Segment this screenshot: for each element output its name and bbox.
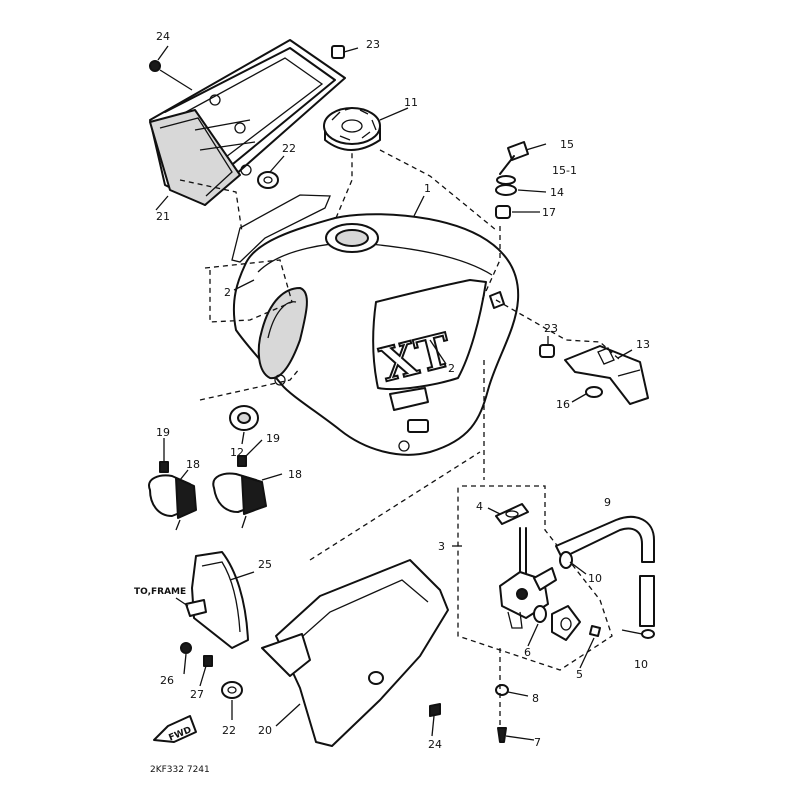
callout-10-upper: 10 <box>588 572 602 585</box>
part-13-bracket <box>564 345 649 405</box>
fwd-arrow: FWD <box>153 715 197 743</box>
callout-19-left: 19 <box>156 426 170 439</box>
part-10-clamp-lower <box>641 629 655 639</box>
callout-18-left: 18 <box>186 458 200 471</box>
callout-19-right: 19 <box>266 432 280 445</box>
callout-labels: 24 23 11 22 21 15 15-1 14 17 1 2 2 23 13… <box>156 30 650 751</box>
part-2-decal-left <box>231 194 331 263</box>
callout-8: 8 <box>532 692 539 705</box>
callout-7: 7 <box>534 736 541 749</box>
part-6-oring <box>533 605 547 623</box>
to-frame-label: TO,FRAME <box>134 587 186 597</box>
callout-14: 14 <box>550 186 564 199</box>
part-3-fuel-cock-frame <box>457 485 613 671</box>
part-4-gasket <box>495 503 529 525</box>
assembly-lines <box>179 149 621 728</box>
callout-13: 13 <box>636 338 650 351</box>
callout-22-lower: 22 <box>222 724 236 737</box>
callout-15-1: 15-1 <box>552 164 577 177</box>
to-frame-leader <box>175 597 189 607</box>
callout-18-right: 18 <box>288 468 302 481</box>
part-25-side-cover <box>185 551 249 649</box>
callout-2-left: 2 <box>224 286 231 299</box>
callout-27: 27 <box>190 688 204 701</box>
part-23-damper-upper <box>331 45 345 59</box>
part-21-tail-panel <box>149 39 346 206</box>
part-19-screw-right <box>237 455 247 467</box>
callout-9: 9 <box>604 496 611 509</box>
callout-15: 15 <box>560 138 574 151</box>
part-24-bolt-upper <box>149 60 193 91</box>
callout-1: 1 <box>424 182 431 195</box>
part-1-filler-neck <box>325 223 379 253</box>
part-12-damper <box>229 405 259 431</box>
part-18-turn-signal-right <box>212 472 267 529</box>
callout-5: 5 <box>576 668 583 681</box>
footer-code: 2KF332 7241 <box>150 765 210 775</box>
part-18-turn-signal-left <box>148 474 197 531</box>
callout-26: 26 <box>160 674 174 687</box>
callout-25: 25 <box>258 558 272 571</box>
callout-16: 16 <box>556 398 570 411</box>
part-16-bolt <box>585 386 603 398</box>
part-22-grommet-lower <box>221 681 243 699</box>
part-3-fuel-cock <box>499 527 557 629</box>
callout-17: 17 <box>542 206 556 219</box>
leader-lines <box>155 45 643 741</box>
part-1-fuel-tank: XT <box>232 213 520 456</box>
callout-24: 24 <box>156 30 170 43</box>
callout-2-right: 2 <box>448 362 455 375</box>
part-17-collar <box>495 205 511 219</box>
part-9-fuel-hose <box>555 515 655 627</box>
callout-24-lower: 24 <box>428 738 442 751</box>
callout-10-lower: 10 <box>634 658 648 671</box>
callout-22: 22 <box>282 142 296 155</box>
callout-12: 12 <box>230 446 244 459</box>
part-22-grommet-upper <box>257 171 279 189</box>
part-15-bolt <box>499 141 529 175</box>
callout-20: 20 <box>258 724 272 737</box>
part-23-damper-right <box>539 344 555 358</box>
part-27-screw <box>203 655 213 667</box>
callout-21: 21 <box>156 210 170 223</box>
callout-23: 23 <box>366 38 380 51</box>
callout-3: 3 <box>438 540 445 553</box>
part-11-fuel-cap <box>323 107 381 151</box>
part-20-side-cover <box>261 559 449 747</box>
callout-23-right: 23 <box>544 322 558 335</box>
part-26-bolt <box>180 642 192 654</box>
callout-11: 11 <box>404 96 418 109</box>
part-7-screw <box>497 727 507 743</box>
part-19-screw-left <box>159 461 169 473</box>
part-5-lever <box>551 605 601 641</box>
part-10-clamp-upper <box>559 551 573 569</box>
part-24-bolt-lower <box>429 703 441 717</box>
callout-4: 4 <box>476 500 483 513</box>
part-14-washer <box>495 175 517 196</box>
part-8-filter-cup <box>495 684 509 696</box>
callout-6: 6 <box>524 646 531 659</box>
